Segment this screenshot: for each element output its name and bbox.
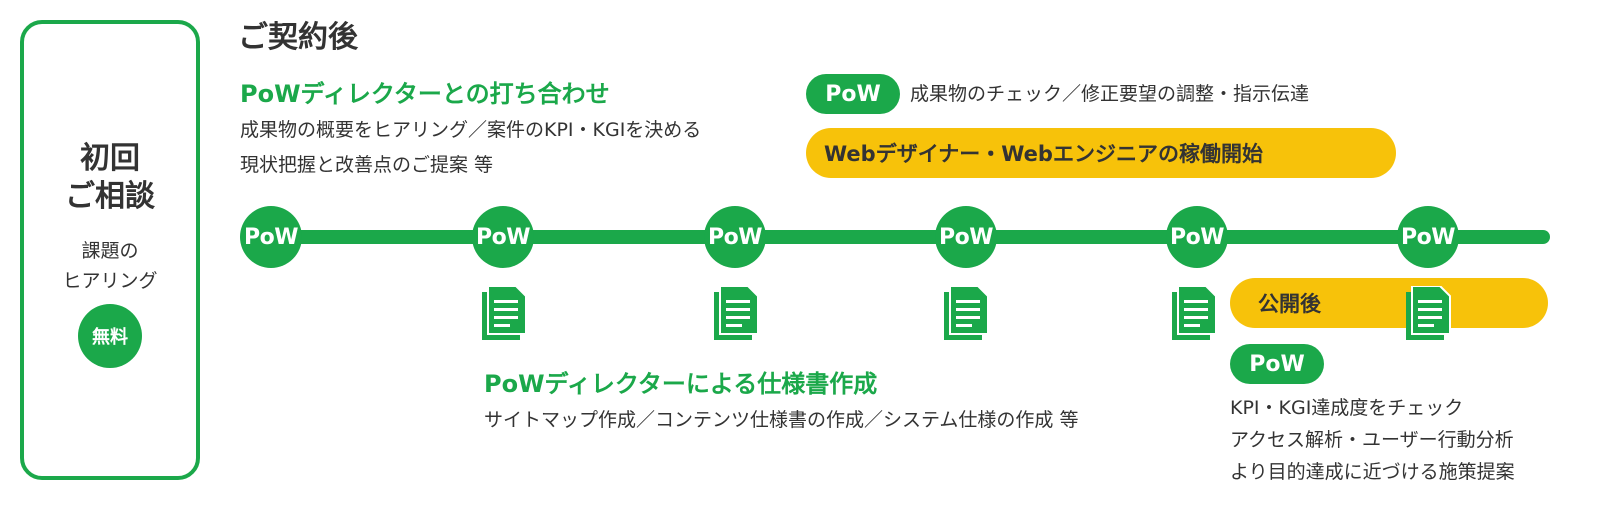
timeline-node-4: PoW [935, 206, 997, 268]
after-launch-pill: 公開後 [1230, 278, 1548, 328]
after-launch-line2: アクセス解析・ユーザー行動分析 [1230, 429, 1514, 451]
timeline-bar [255, 230, 1550, 244]
meeting-line2: 現状把握と改善点のご提案 等 [240, 154, 494, 176]
meeting-heading: PoWディレクターとの打ち合わせ [240, 80, 610, 108]
after-launch-line1: KPI・KGI達成度をチェック [1230, 397, 1464, 419]
after-launch-line3: より目的達成に近づける施策提案 [1230, 461, 1515, 483]
timeline-node-6: PoW [1397, 206, 1459, 268]
spec-heading: PoWディレクターによる仕様書作成 [484, 370, 878, 398]
timeline-node-1: PoW [240, 206, 302, 268]
document-icon [1406, 286, 1451, 340]
first-consultation-subtitle: 課題の ヒアリング [24, 236, 196, 296]
meeting-line1: 成果物の概要をヒアリング／案件のKPI・KGIを決める [240, 119, 702, 141]
free-badge: 無料 [78, 304, 142, 368]
first-consultation-card [20, 20, 200, 480]
after-launch-label: 公開後 [1258, 292, 1321, 316]
document-icon [714, 286, 759, 340]
pow-pill-after-launch: PoW [1230, 344, 1324, 384]
first-consultation-title-line2: ご相談 [65, 179, 155, 214]
first-consultation-sub-line1: 課題の [81, 240, 139, 262]
designer-start-label: Webデザイナー・Webエンジニアの稼働開始 [824, 142, 1263, 166]
spec-text: サイトマップ作成／コンテンツ仕様書の作成／システム仕様の作成 等 [484, 409, 1079, 431]
timeline-node-3: PoW [704, 206, 766, 268]
document-icon [482, 286, 527, 340]
timeline-node-5: PoW [1166, 206, 1228, 268]
after-contract-title: ご契約後 [238, 20, 358, 55]
first-consultation-title-line1: 初回 [80, 141, 140, 176]
document-icon [1172, 286, 1217, 340]
designer-start-pill: Webデザイナー・Webエンジニアの稼働開始 [806, 128, 1396, 178]
first-consultation-sub-line2: ヒアリング [62, 270, 158, 292]
pow-pill-check: PoW [806, 74, 900, 114]
first-consultation-title: 初回 ご相談 [24, 140, 196, 216]
document-icon [944, 286, 989, 340]
timeline-node-2: PoW [472, 206, 534, 268]
check-text: 成果物のチェック／修正要望の調整・指示伝達 [910, 83, 1310, 105]
